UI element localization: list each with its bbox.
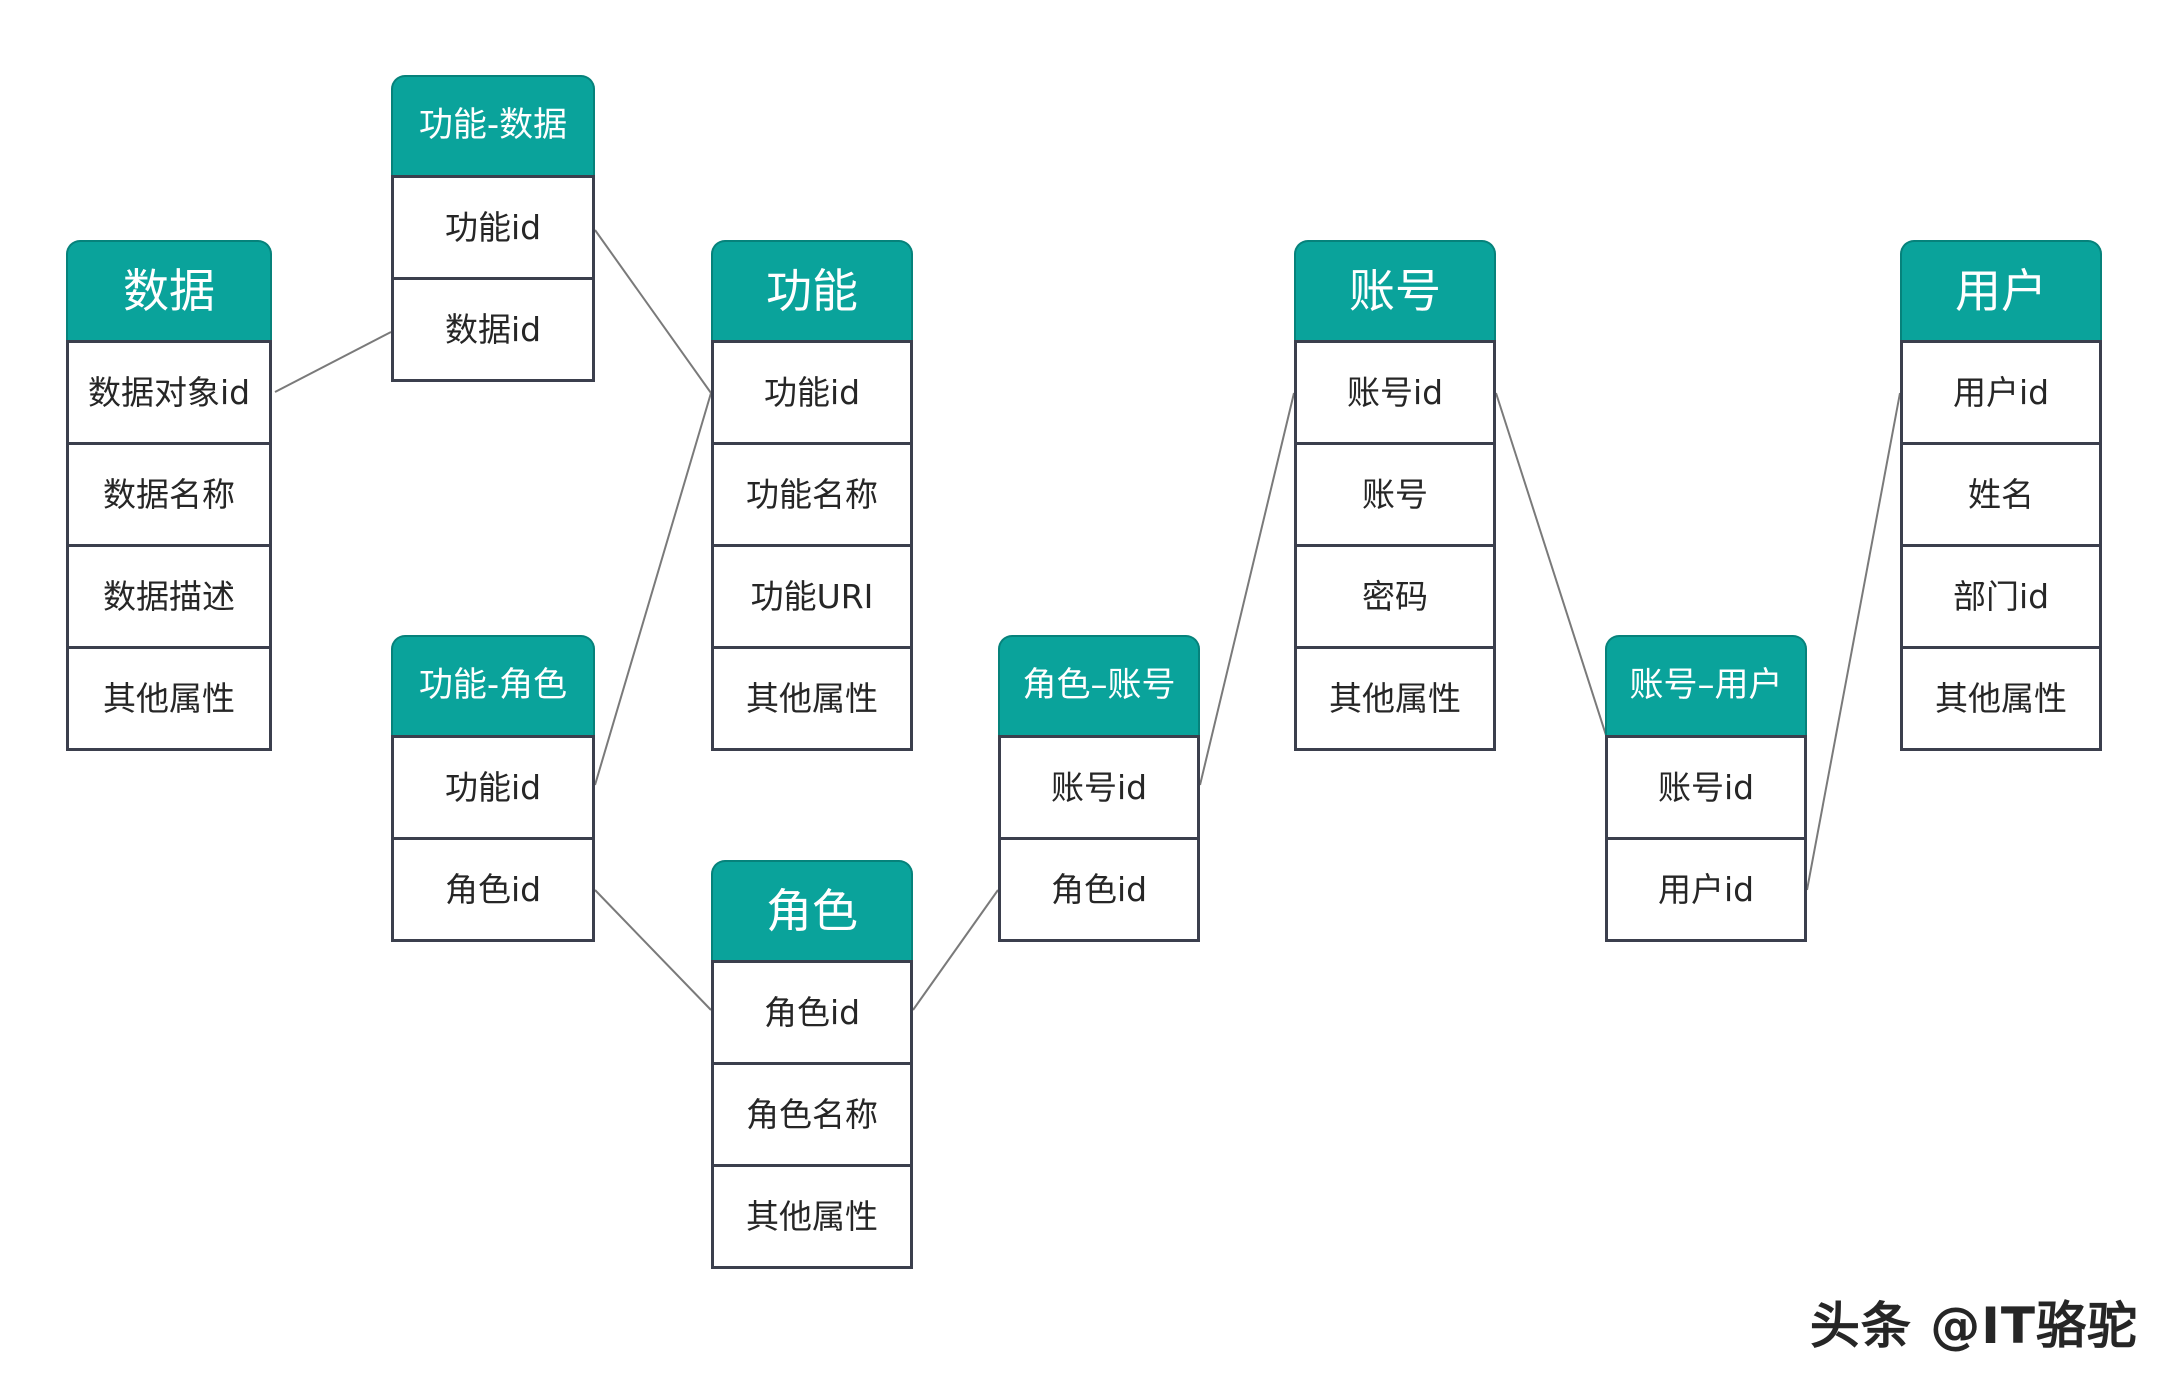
table-field: 数据对象id bbox=[66, 340, 272, 445]
table-field: 用户id bbox=[1900, 340, 2102, 445]
table-field: 数据id bbox=[391, 277, 595, 382]
table-field: 用户id bbox=[1605, 837, 1807, 942]
table-field: 功能id bbox=[391, 735, 595, 840]
table-header: 数据 bbox=[66, 240, 272, 340]
table-header: 功能-数据 bbox=[391, 75, 595, 175]
table-field: 角色id bbox=[711, 960, 913, 1065]
table-field: 功能id bbox=[711, 340, 913, 445]
link-role-role-account bbox=[912, 889, 999, 1011]
table-field: 账号id bbox=[1294, 340, 1496, 445]
table-header: 功能 bbox=[711, 240, 913, 340]
link-account-account-user bbox=[1495, 392, 1623, 786]
table-field: 其他属性 bbox=[711, 1164, 913, 1269]
table-field: 其他属性 bbox=[1294, 646, 1496, 751]
link-func-role-role bbox=[594, 889, 712, 1011]
link-data-func-data bbox=[274, 331, 392, 393]
link-func-role-func bbox=[594, 392, 712, 786]
table-field: 角色id bbox=[998, 837, 1200, 942]
table-field: 部门id bbox=[1900, 544, 2102, 649]
table-field: 姓名 bbox=[1900, 442, 2102, 547]
table-header: 账号–用户 bbox=[1605, 635, 1807, 735]
table-header: 角色 bbox=[711, 860, 913, 960]
table-header: 功能-角色 bbox=[391, 635, 595, 735]
table-header: 账号 bbox=[1294, 240, 1496, 340]
table-field: 其他属性 bbox=[711, 646, 913, 751]
table-header: 用户 bbox=[1900, 240, 2102, 340]
table-field: 账号id bbox=[1605, 735, 1807, 840]
table-field: 功能名称 bbox=[711, 442, 913, 547]
table-field: 其他属性 bbox=[1900, 646, 2102, 751]
table-field: 数据描述 bbox=[66, 544, 272, 649]
table-field: 角色名称 bbox=[711, 1062, 913, 1167]
table-field: 角色id bbox=[391, 837, 595, 942]
table-field: 账号id bbox=[998, 735, 1200, 840]
watermark: 头条 @IT骆驼 bbox=[1809, 1297, 2138, 1355]
table-field: 账号 bbox=[1294, 442, 1496, 547]
link-func-data-func bbox=[594, 229, 712, 394]
link-role-account-account bbox=[1199, 392, 1295, 786]
link-account-user-user bbox=[1806, 392, 1901, 891]
table-field: 功能URI bbox=[711, 544, 913, 649]
table-field: 数据名称 bbox=[66, 442, 272, 547]
table-field: 功能id bbox=[391, 175, 595, 280]
table-field: 密码 bbox=[1294, 544, 1496, 649]
table-field: 其他属性 bbox=[66, 646, 272, 751]
table-header: 角色–账号 bbox=[998, 635, 1200, 735]
